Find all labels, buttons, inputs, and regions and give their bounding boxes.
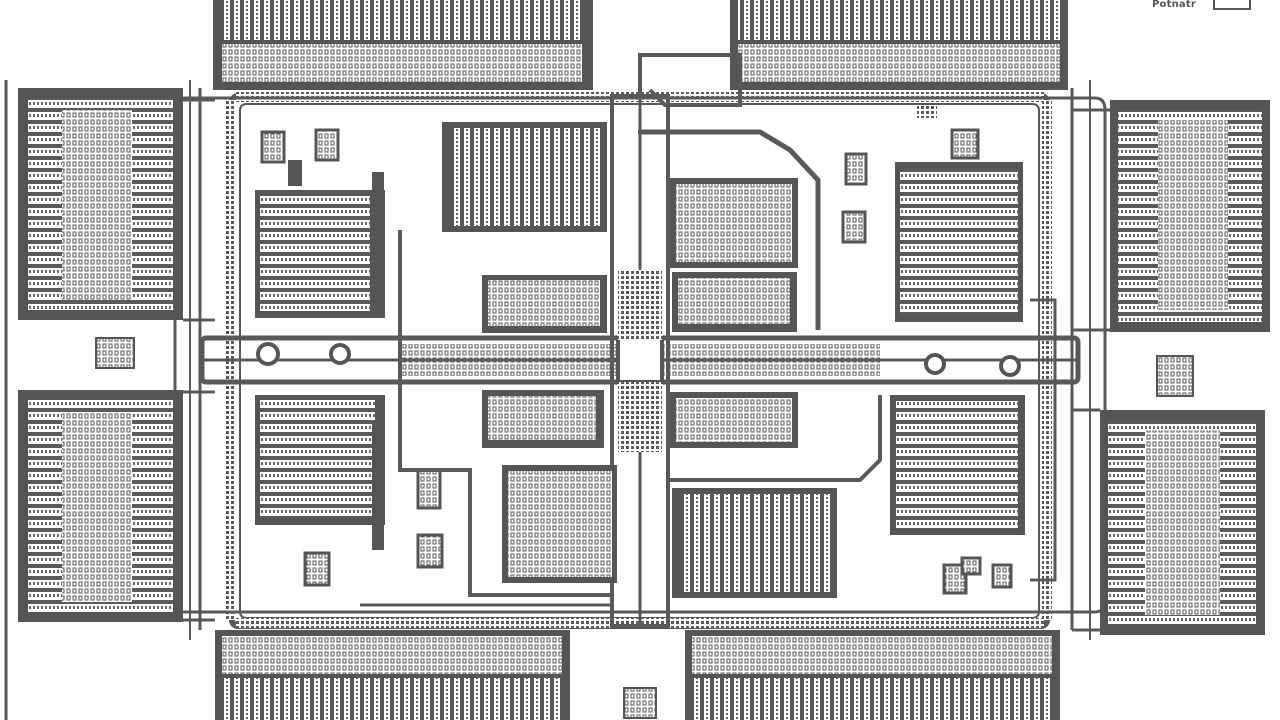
block-tr-small	[841, 106, 980, 244]
io-block-top-left	[213, 0, 593, 90]
pad-bottom	[623, 687, 657, 719]
route-br	[668, 395, 882, 482]
block-br-small	[942, 556, 1013, 595]
block-center-tl	[482, 275, 607, 333]
block-br-center	[670, 392, 798, 448]
route-br-2	[1030, 298, 1057, 582]
io-block-right-lower	[1100, 410, 1265, 635]
block-tl-small	[260, 128, 340, 186]
block-tr-memory	[895, 162, 1023, 322]
block-top-center	[442, 122, 607, 232]
top-connector	[638, 53, 742, 107]
horizontal-bus	[199, 335, 1081, 385]
side-connectors	[183, 98, 1110, 632]
route-bl	[398, 230, 612, 597]
block-bottom-center	[502, 465, 617, 583]
block-tr-center	[670, 178, 798, 332]
pad-left	[95, 337, 135, 369]
block-center-bl	[482, 390, 604, 448]
io-block-right-upper	[1110, 100, 1270, 332]
block-bl-memory	[255, 395, 385, 550]
io-block-top-right	[730, 0, 1068, 90]
block-tl-memory	[255, 172, 385, 318]
block-br-memory	[890, 395, 1025, 535]
io-block-left-upper	[18, 88, 183, 320]
io-block-bottom-right	[685, 630, 1060, 720]
io-block-left-lower	[18, 390, 183, 622]
io-block-bottom-left	[215, 630, 570, 720]
legend-box-icon	[1213, 0, 1251, 10]
block-br-columns	[672, 488, 837, 598]
route-tr-diagonal	[638, 129, 821, 330]
corner-label: Potnatr	[1152, 0, 1196, 10]
block-bl-small	[303, 468, 444, 587]
pad-right	[1156, 355, 1194, 397]
